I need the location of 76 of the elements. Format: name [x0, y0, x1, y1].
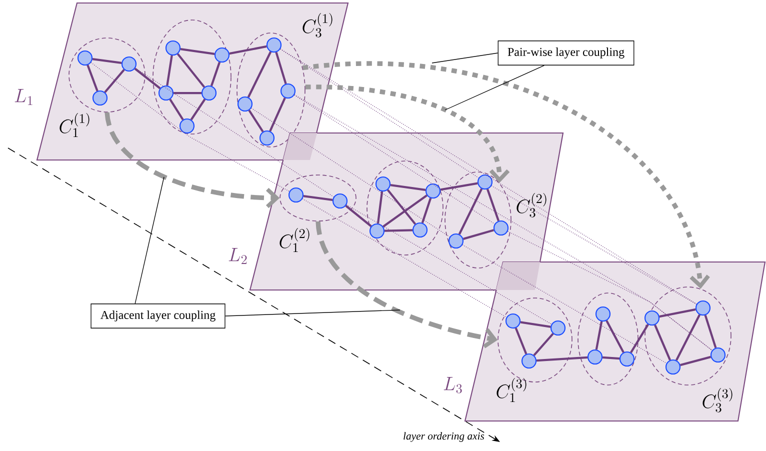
node-label: $C_3^{(2)}$	[516, 192, 546, 218]
graph-edge	[190, 98, 206, 120]
graph-edge	[386, 189, 416, 225]
coupling-line	[135, 68, 334, 198]
coupling-line	[294, 94, 712, 351]
graph-edge	[704, 314, 717, 348]
node-label: $C_3^{(3)}$	[702, 388, 732, 412]
graph-edge	[520, 321, 551, 328]
graph-edge	[514, 328, 528, 354]
coupling-line	[507, 231, 712, 351]
coupling-line	[294, 94, 495, 224]
graph-edge	[382, 194, 428, 228]
coupling-line	[280, 48, 480, 178]
leader-line	[444, 65, 545, 110]
coupling-arrow	[305, 84, 510, 183]
coupling-line	[491, 185, 697, 305]
graph-edge	[536, 356, 588, 362]
axis-label: layer ordering axis	[404, 432, 484, 442]
graph-edge	[533, 332, 554, 356]
graph-edge	[275, 52, 287, 84]
graph-edge	[345, 204, 372, 228]
graph-edge	[169, 98, 184, 120]
coupling-line	[280, 48, 697, 304]
graph-edge	[303, 194, 333, 202]
graph-edge	[210, 62, 221, 86]
graph-edge	[166, 55, 173, 86]
graph-edge	[462, 229, 494, 240]
graph-edge	[86, 64, 98, 92]
graph-edge	[602, 356, 620, 360]
coupling-line	[302, 198, 507, 318]
graph-edge	[376, 191, 384, 224]
graph-edge	[606, 320, 624, 353]
coupling-line	[251, 108, 450, 238]
node-label: $C_1^{(1)}$	[60, 112, 90, 138]
graph-edge	[174, 92, 202, 94]
graph-edge	[384, 229, 412, 232]
graph-edge	[248, 110, 264, 132]
graph-edge	[440, 182, 478, 191]
graph-edge	[486, 188, 500, 222]
coupling-arrow	[316, 221, 498, 348]
node-label: $C_1^{(3)}$	[496, 378, 526, 402]
graph-edge	[659, 308, 696, 318]
callout-box: Pair-wise layer coupling	[498, 40, 634, 66]
coupling-line	[462, 244, 667, 364]
graph-edge	[176, 53, 206, 88]
graph-edge	[421, 198, 432, 224]
coupling-line	[346, 204, 552, 325]
leader-line	[134, 176, 164, 304]
node-label: $C_1^{(2)}$	[280, 228, 310, 252]
community-ellipse	[578, 292, 638, 386]
node-label: $C_3^{(1)}$	[302, 12, 332, 38]
graph-edge	[595, 321, 603, 350]
coupling-arrow	[104, 112, 280, 208]
leader-line	[432, 52, 498, 64]
graph-edge	[458, 188, 483, 235]
coupling-arrow	[302, 61, 710, 289]
graph-edge	[180, 48, 215, 55]
leader-line	[224, 310, 400, 316]
community-ellipse	[152, 20, 232, 134]
graph-edge	[92, 58, 122, 64]
coupling-line	[90, 62, 290, 192]
community-ellipse	[366, 160, 444, 256]
graph-edge	[630, 324, 649, 354]
graph-edge	[134, 68, 161, 90]
callout-box: Adjacent layer coupling	[90, 304, 226, 328]
graph-edge	[675, 314, 701, 361]
graph-edge	[104, 69, 125, 93]
graph-edge	[269, 97, 286, 132]
graph-edge	[680, 356, 711, 366]
graph-edge	[654, 324, 672, 360]
node-label: $L_3$	[444, 377, 462, 394]
graph-edge	[229, 45, 267, 55]
node-label: $L_2$	[228, 248, 247, 264]
graph-edge	[390, 184, 426, 192]
node-label: $L_1$	[14, 89, 32, 106]
graph-edge	[247, 51, 272, 98]
